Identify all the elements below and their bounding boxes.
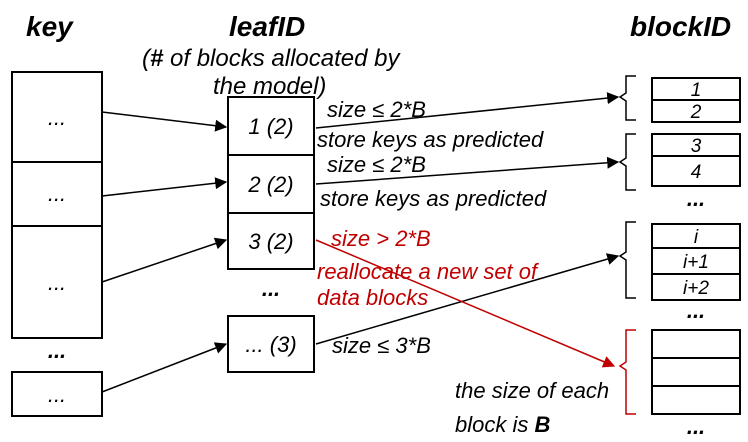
annotation-size-3: size > 2*B: [331, 226, 431, 251]
blockid-header: blockID: [630, 11, 731, 42]
block-group-3: i i+1 i+2: [651, 223, 741, 301]
subtitle-hash: #: [150, 45, 164, 72]
key-column: ... ... ... ... ...: [11, 71, 103, 417]
leafid-header: leafID: [229, 11, 305, 42]
arrow-key2-leaf2: [101, 177, 228, 197]
annotation-realloc-2: data blocks: [317, 285, 428, 310]
block-gap-ellipsis-2: ...: [687, 298, 705, 323]
leaf-box-4-label: ... (3): [245, 332, 296, 357]
brace-group-1: [618, 75, 636, 121]
leafid-subtitle-line2: the model): [213, 73, 326, 100]
brace-group-2: [618, 133, 636, 191]
note-prefix: block is: [455, 412, 534, 437]
block-gap-ellipsis-1: ...: [687, 186, 705, 211]
leaf-box-3: [227, 212, 315, 270]
leaf-box-1-label: 1 (2): [248, 114, 293, 139]
leaf-column: 1 (2) 2 (2) 3 (2) ... (3) ...: [227, 96, 315, 373]
block-cell: [651, 385, 741, 415]
block-cell: [651, 273, 741, 301]
annotation-size-2: size ≤ 2*B: [327, 152, 426, 177]
subtitle-rest: of blocks allocated by: [163, 45, 401, 72]
key-box-1-label: ...: [48, 105, 66, 130]
key-header: key: [26, 11, 74, 42]
key-box-4: [11, 371, 103, 417]
annotation-size-1: size ≤ 2*B: [327, 97, 426, 122]
leaf-box-2-label: 2 (2): [247, 172, 293, 197]
leaf-box-4: [227, 315, 315, 373]
block-cell: [651, 99, 741, 123]
block-label: i+2: [683, 278, 709, 299]
key-box-4-label: ...: [48, 382, 66, 407]
leaf-gap-ellipsis: ...: [262, 276, 280, 301]
block-label: i: [694, 227, 699, 248]
key-box-2-label: ...: [48, 181, 66, 206]
annotation-realloc-1: reallocate a new set of: [317, 259, 540, 284]
block-cell: [651, 357, 741, 387]
block-label: 1: [691, 80, 702, 101]
leafid-subtitle-line1: (# of blocks allocated by: [142, 45, 401, 72]
block-group-1: 1 2: [651, 77, 741, 123]
block-group-2: 3 4: [651, 133, 741, 187]
note-bold-b: B: [534, 412, 550, 437]
block-label: 4: [691, 162, 702, 183]
key-box-2: [11, 161, 103, 227]
block-label: 2: [690, 102, 702, 123]
leaf-to-block-arrows: [315, 92, 620, 345]
arrow-key4-leaf4: [101, 342, 228, 393]
block-gap-ellipsis-3: ...: [687, 414, 705, 439]
brace-group-4: [618, 329, 636, 415]
block-group-4: [651, 329, 741, 415]
block-cell: [651, 155, 741, 187]
leaf-box-2: [227, 154, 315, 214]
block-label: 3: [691, 136, 702, 157]
leaf-box-3-label: 3 (2): [248, 229, 293, 254]
annotation-size-4: size ≤ 3*B: [332, 333, 431, 358]
arrow-leaf1-blocks: [315, 92, 620, 129]
arrow-key3-leaf3: [101, 237, 228, 283]
brace-group-3: [618, 221, 636, 299]
block-label: i+1: [683, 252, 709, 273]
arrow-leaf2-blocks: [315, 156, 620, 185]
arrow-key1-leaf1: [101, 111, 228, 132]
key-box-1: [11, 71, 103, 163]
arrow-leaf3-new-blocks: [315, 239, 616, 368]
block-cell: [651, 329, 741, 359]
key-box-3: [11, 225, 103, 339]
note-line-1: the size of each: [455, 378, 609, 403]
note-line-2: block is B: [455, 412, 550, 437]
key-gap-ellipsis: ...: [48, 338, 66, 363]
arrow-leaf4-blocks: [315, 253, 620, 345]
block-braces: [618, 75, 636, 415]
key-box-3-label: ...: [48, 270, 66, 295]
key-to-leaf-arrows: [101, 111, 228, 393]
annotation-store-1: store keys as predicted: [317, 127, 544, 152]
annotation-store-2: store keys as predicted: [320, 186, 547, 211]
